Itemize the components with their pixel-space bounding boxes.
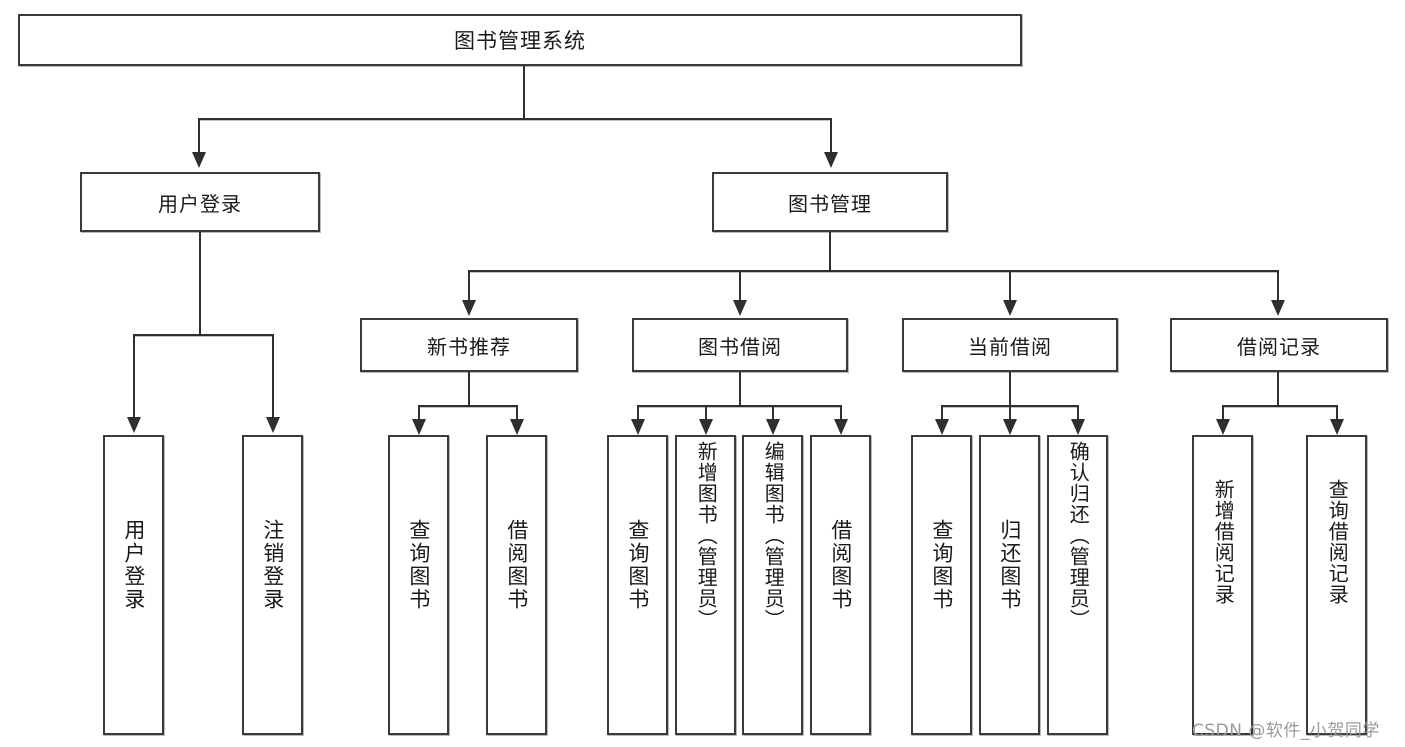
arrow-book-borrow-child-2 — [699, 419, 713, 435]
arrow-root-to-book-mgmt — [824, 152, 838, 168]
leaf-book-borrow-edit-book-admin[interactable]: 编辑图书（管理员） — [742, 435, 803, 735]
leaf-label: 查询借阅记录 — [1325, 479, 1350, 605]
node-label: 图书管理系统 — [454, 29, 586, 53]
leaf-current-borrow-query-book[interactable]: 查询图书 — [911, 435, 972, 735]
connector-root-bar — [198, 118, 832, 120]
arrow-new-book-child-2 — [510, 419, 524, 435]
leaf-new-book-query-book[interactable]: 查询图书 — [388, 435, 449, 735]
node-new-book-recommend[interactable]: 新书推荐 — [360, 318, 578, 372]
leaf-label: 查询图书 — [406, 519, 431, 611]
connector-current-borrow-child-1 — [941, 405, 943, 421]
leaf-new-book-borrow-book[interactable]: 借阅图书 — [486, 435, 547, 735]
connector-book-mgmt-child-3 — [1009, 270, 1011, 302]
leaf-book-borrow-borrow-book[interactable]: 借阅图书 — [810, 435, 871, 735]
connector-current-borrow-child-3 — [1077, 405, 1079, 421]
leaf-book-borrow-query-book[interactable]: 查询图书 — [607, 435, 668, 735]
leaf-borrow-record-add-record[interactable]: 新增借阅记录 — [1192, 435, 1253, 735]
arrow-borrow-record-child-1 — [1216, 419, 1230, 435]
leaf-label: 借阅图书 — [828, 519, 853, 611]
connector-borrow-record-bar — [1222, 405, 1337, 407]
leaf-label: 注销登录 — [260, 519, 285, 611]
connector-book-borrow-child-1 — [637, 405, 639, 421]
node-borrow-record[interactable]: 借阅记录 — [1170, 318, 1388, 372]
node-label: 新书推荐 — [427, 334, 511, 359]
arrow-book-mgmt-child-1 — [462, 300, 476, 316]
arrow-user-login-child-1 — [127, 417, 141, 433]
connector-root-to-user-login — [198, 118, 200, 154]
arrow-current-borrow-child-3 — [1071, 419, 1085, 435]
arrow-book-mgmt-child-3 — [1003, 300, 1017, 316]
leaf-label: 归还图书 — [997, 519, 1022, 611]
connector-book-borrow-child-3 — [772, 405, 774, 421]
leaf-user-login-logout[interactable]: 注销登录 — [242, 435, 303, 735]
arrow-user-login-child-2 — [266, 417, 280, 433]
connector-book-mgmt-child-2 — [739, 270, 741, 302]
arrow-book-mgmt-child-4 — [1271, 300, 1285, 316]
connector-book-mgmt-bar — [468, 270, 1278, 272]
node-label: 图书借阅 — [698, 334, 782, 359]
connector-book-mgmt-stem — [829, 232, 831, 270]
connector-new-book-child-2 — [516, 405, 518, 421]
csdn-watermark: CSDN @软件_小贺同学 — [1192, 716, 1380, 741]
leaf-label: 借阅图书 — [504, 519, 529, 611]
node-book-management[interactable]: 图书管理 — [712, 172, 948, 232]
connector-book-borrow-stem — [739, 372, 741, 405]
connector-book-mgmt-child-4 — [1277, 270, 1279, 302]
leaf-label: 确认归还（管理员） — [1066, 441, 1091, 630]
leaf-book-borrow-add-book-admin[interactable]: 新增图书（管理员） — [675, 435, 736, 735]
connector-book-borrow-child-2 — [705, 405, 707, 421]
node-label: 借阅记录 — [1237, 334, 1321, 359]
connector-new-book-stem — [468, 372, 470, 405]
leaf-label: 新增图书（管理员） — [694, 441, 719, 630]
node-label: 用户登录 — [158, 191, 242, 216]
arrow-new-book-child-1 — [412, 419, 426, 435]
watermark-text: CSDN @软件_小贺同学 — [1192, 721, 1380, 741]
connector-root-to-book-mgmt — [830, 118, 832, 154]
leaf-current-borrow-confirm-return-admin[interactable]: 确认归还（管理员） — [1047, 435, 1108, 735]
arrow-book-borrow-child-4 — [834, 419, 848, 435]
connector-user-login-bar — [133, 334, 273, 336]
connector-current-borrow-child-2 — [1009, 405, 1011, 421]
arrow-book-borrow-child-1 — [631, 419, 645, 435]
arrow-root-to-user-login — [192, 152, 206, 168]
node-book-borrow[interactable]: 图书借阅 — [632, 318, 848, 372]
leaf-current-borrow-return-book[interactable]: 归还图书 — [979, 435, 1040, 735]
arrow-current-borrow-child-2 — [1003, 419, 1017, 435]
node-label: 当前借阅 — [968, 334, 1052, 359]
connector-new-book-bar — [418, 405, 518, 407]
connector-borrow-record-child-2 — [1336, 405, 1338, 421]
node-user-login[interactable]: 用户登录 — [80, 172, 320, 232]
connector-book-borrow-child-4 — [840, 405, 842, 421]
node-label: 图书管理 — [788, 191, 872, 216]
leaf-label: 查询图书 — [929, 519, 954, 611]
leaf-borrow-record-query-record[interactable]: 查询借阅记录 — [1306, 435, 1367, 735]
arrow-borrow-record-child-2 — [1330, 419, 1344, 435]
arrow-book-borrow-child-3 — [766, 419, 780, 435]
connector-book-mgmt-child-1 — [468, 270, 470, 302]
leaf-user-login-login[interactable]: 用户登录 — [103, 435, 164, 735]
node-root-system[interactable]: 图书管理系统 — [18, 14, 1022, 66]
connector-user-login-child-2 — [272, 334, 274, 419]
connector-user-login-child-1 — [133, 334, 135, 419]
leaf-label: 新增借阅记录 — [1211, 479, 1236, 605]
connector-book-borrow-bar — [637, 405, 842, 407]
connector-borrow-record-stem — [1277, 372, 1279, 405]
node-current-borrow[interactable]: 当前借阅 — [902, 318, 1118, 372]
connector-borrow-record-child-1 — [1222, 405, 1224, 421]
connector-new-book-child-1 — [418, 405, 420, 421]
leaf-label: 用户登录 — [121, 519, 146, 611]
arrow-book-mgmt-child-2 — [733, 300, 747, 316]
connector-current-borrow-stem — [1009, 372, 1011, 405]
connector-root-stem — [523, 66, 525, 118]
leaf-label: 查询图书 — [625, 519, 650, 611]
connector-user-login-stem — [199, 232, 201, 334]
arrow-current-borrow-child-1 — [935, 419, 949, 435]
leaf-label: 编辑图书（管理员） — [761, 441, 786, 630]
